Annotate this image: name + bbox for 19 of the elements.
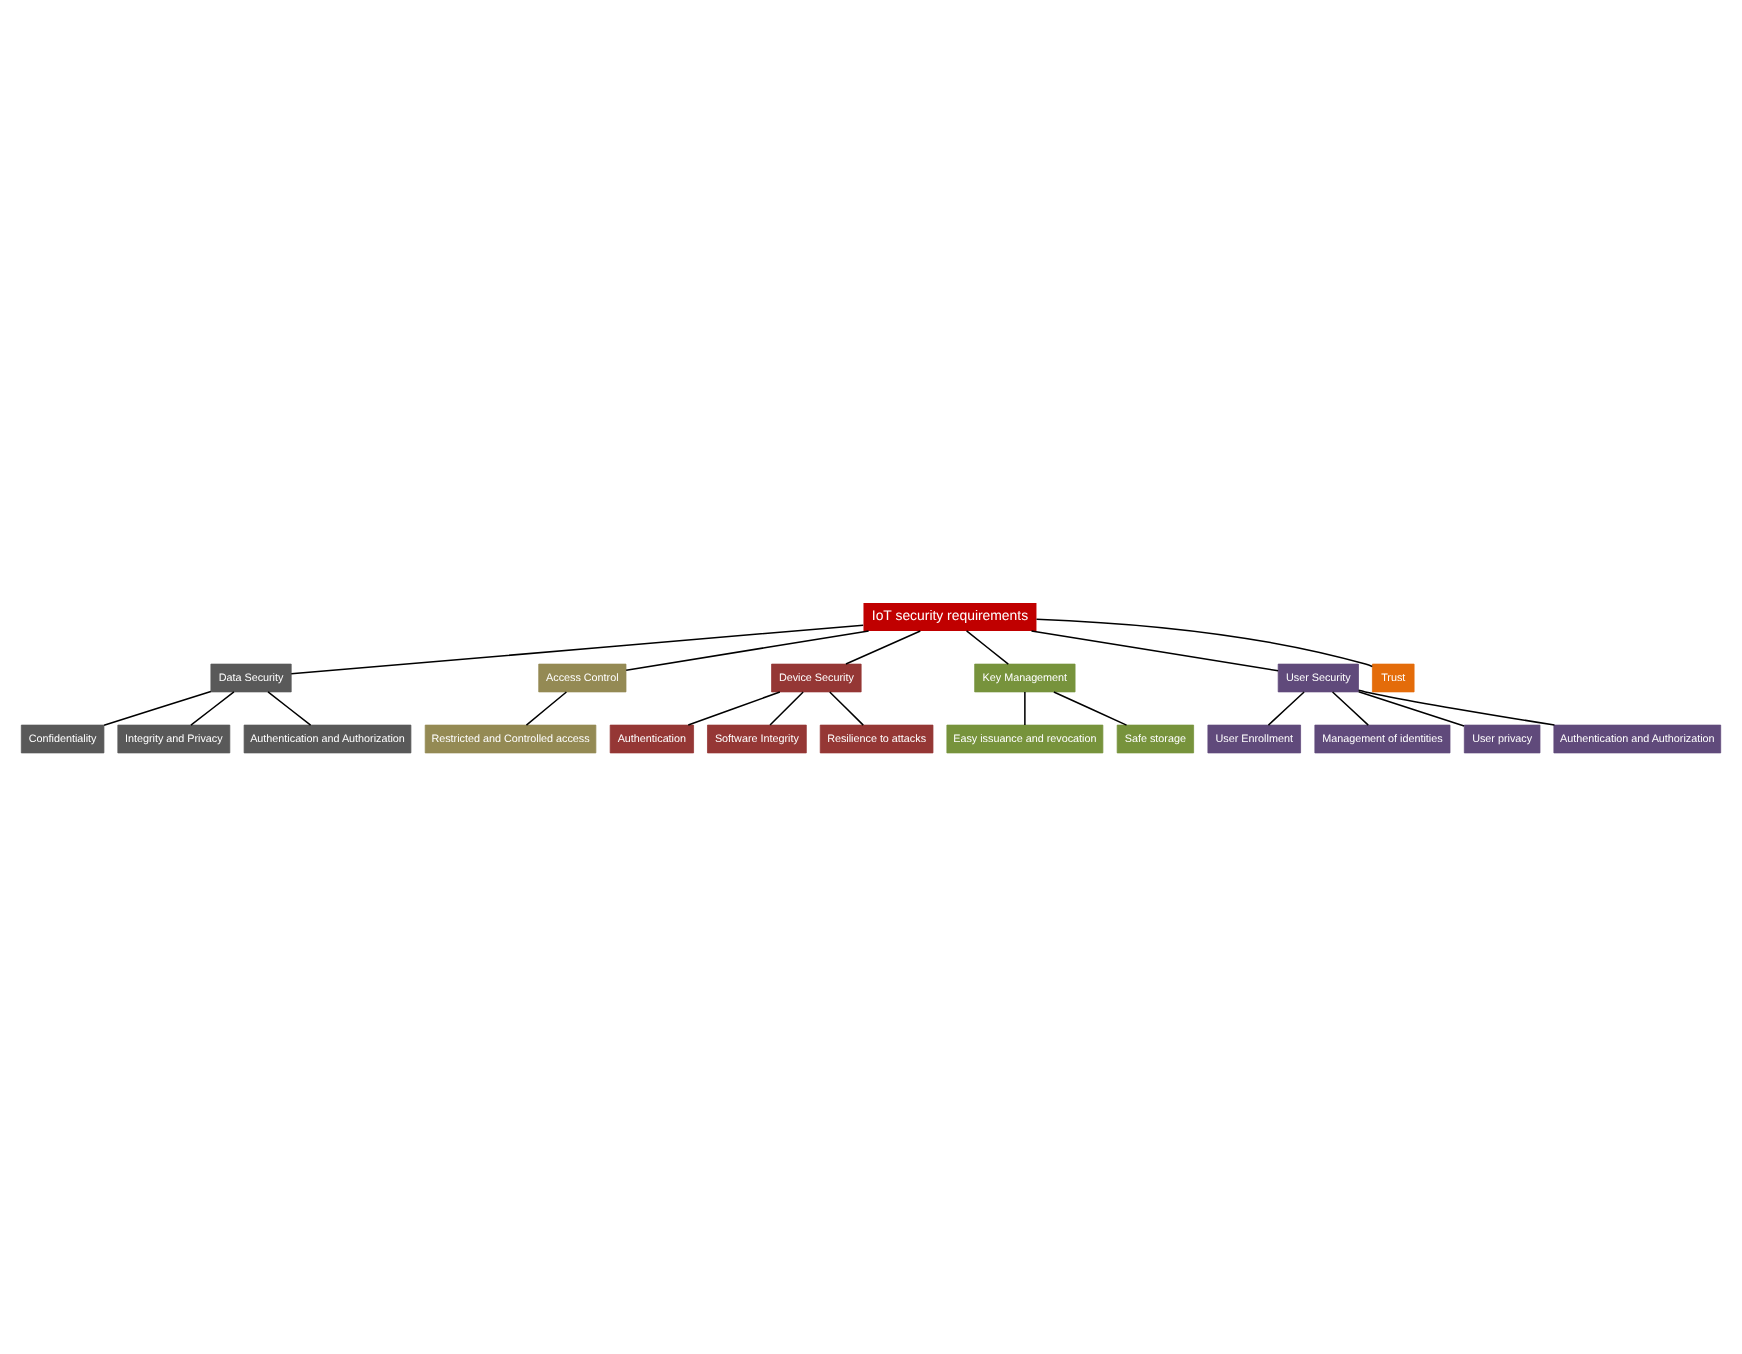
connector — [769, 690, 804, 725]
connector — [267, 690, 312, 725]
connector — [625, 629, 870, 670]
connector — [190, 690, 235, 725]
connector — [525, 690, 568, 725]
connector — [1035, 617, 1374, 667]
connector — [845, 629, 922, 664]
connector — [290, 623, 864, 674]
connector — [103, 689, 212, 725]
connector — [1024, 690, 1026, 725]
connector — [965, 629, 1010, 664]
connector — [1357, 690, 1465, 726]
connector — [1030, 629, 1279, 671]
connector — [1053, 690, 1128, 725]
connector — [1357, 688, 1556, 725]
connector — [1331, 690, 1369, 725]
connector — [1267, 690, 1305, 725]
connector — [828, 690, 865, 725]
connector — [687, 690, 781, 725]
